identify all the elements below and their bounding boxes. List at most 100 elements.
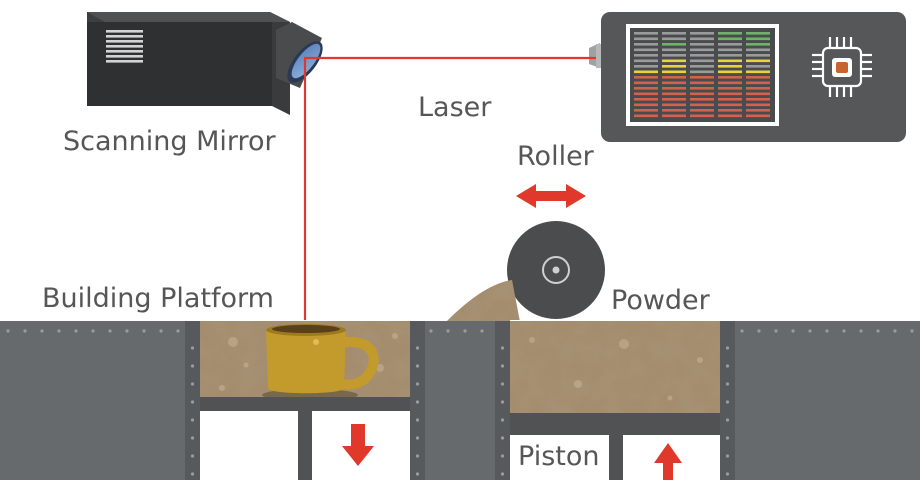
printed-mug — [262, 324, 379, 401]
rivet — [415, 400, 420, 404]
rivet — [190, 382, 195, 386]
rivet — [725, 472, 730, 476]
meter-bar — [746, 43, 770, 46]
meter-bar — [718, 81, 742, 85]
meter-bar — [718, 87, 742, 90]
meter-bar — [662, 114, 686, 118]
building-platform-label: Building Platform — [42, 283, 274, 314]
rivet — [190, 472, 195, 476]
rivet — [500, 364, 505, 368]
meter-bar — [662, 92, 686, 96]
meter-bar — [634, 109, 658, 112]
rivet — [725, 418, 730, 422]
meter-bar — [634, 65, 658, 68]
rivet — [415, 418, 420, 422]
rivet — [725, 436, 730, 440]
powder-label: Powder — [611, 285, 710, 316]
rivet — [176, 329, 180, 333]
scanning-mirror-unit — [87, 12, 323, 115]
meter-bar — [690, 32, 714, 35]
meter-bar — [746, 92, 770, 96]
rivet — [774, 329, 778, 333]
roller-label: Roller — [517, 141, 594, 172]
level-meter-display — [634, 32, 770, 118]
meter-bar — [662, 65, 686, 68]
meter-bar — [718, 98, 742, 101]
meter-bar — [718, 70, 742, 74]
meter-bar — [662, 32, 686, 35]
meter-bar — [634, 54, 658, 57]
meter-bar — [746, 87, 770, 90]
machine-base — [0, 320, 920, 480]
meter-bar — [634, 103, 658, 107]
meter-bar — [718, 103, 742, 107]
meter-bar — [634, 70, 658, 74]
rivet — [415, 472, 420, 476]
powder-chamber — [510, 321, 720, 480]
meter-bar — [746, 32, 770, 35]
rivet — [190, 454, 195, 458]
meter-bar — [746, 65, 770, 68]
rivet — [463, 329, 467, 333]
rivet — [429, 329, 433, 333]
meter-bar — [690, 87, 714, 90]
rivet — [415, 364, 420, 368]
rivet — [725, 382, 730, 386]
meter-bar — [662, 81, 686, 85]
rivet — [125, 329, 129, 333]
meter-bar — [746, 37, 770, 41]
rivet — [757, 329, 761, 333]
up-arrow — [654, 443, 682, 480]
meter-bar — [718, 114, 742, 118]
rivet — [446, 329, 450, 333]
rivet — [190, 418, 195, 422]
scanning-mirror-label: Scanning Mirror — [63, 126, 276, 157]
rivet — [6, 329, 10, 333]
meter-bar — [662, 109, 686, 112]
meter-bar — [690, 76, 714, 79]
rivets — [6, 329, 914, 476]
rivet — [500, 454, 505, 458]
meter-bar — [662, 98, 686, 101]
meter-bar — [634, 43, 658, 46]
rivet — [415, 436, 420, 440]
meter-bar — [690, 70, 714, 74]
meter-bar — [718, 59, 742, 63]
laser-control-unit — [589, 12, 906, 142]
meter-bar — [690, 114, 714, 118]
rivet — [108, 329, 112, 333]
rivet — [893, 329, 897, 333]
meter-bar — [690, 65, 714, 68]
meter-bar — [718, 109, 742, 112]
build-chamber — [200, 321, 410, 480]
down-arrow — [342, 424, 374, 466]
meter-bar — [746, 59, 770, 63]
meter-bar — [718, 37, 742, 41]
meter-bar — [690, 37, 714, 41]
vent-grille — [106, 30, 143, 63]
meter-bar — [746, 109, 770, 112]
meter-bar — [662, 54, 686, 57]
rivet — [480, 329, 484, 333]
laser-beam — [303, 56, 596, 326]
meter-bar — [690, 54, 714, 57]
meter-bar — [690, 109, 714, 112]
rivet — [415, 382, 420, 386]
meter-bar — [690, 81, 714, 85]
meter-bar — [690, 48, 714, 52]
meter-bar — [662, 103, 686, 107]
meter-bar — [690, 43, 714, 46]
rivet — [415, 346, 420, 350]
rivet — [190, 364, 195, 368]
rivet — [910, 329, 914, 333]
rivet — [23, 329, 27, 333]
meter-bar — [718, 65, 742, 68]
meter-bar — [634, 76, 658, 79]
meter-bar — [634, 92, 658, 96]
meter-bar — [662, 70, 686, 74]
chip-icon — [812, 37, 872, 97]
meter-bar — [662, 87, 686, 90]
rivet — [500, 346, 505, 350]
meter-bar — [718, 76, 742, 79]
